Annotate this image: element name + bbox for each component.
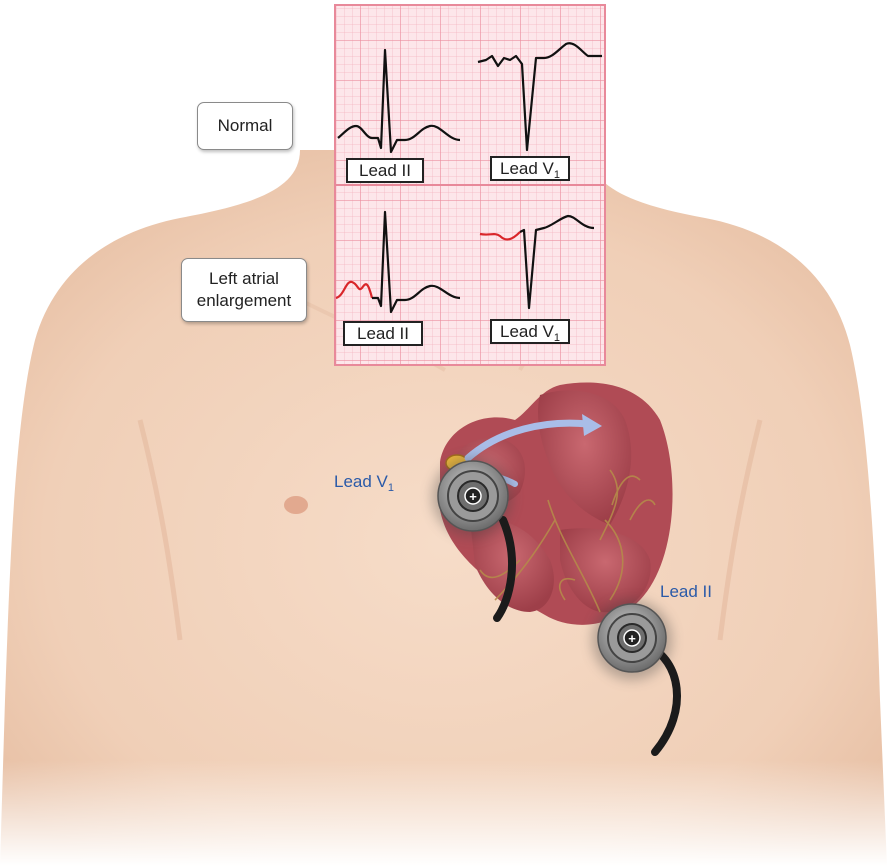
normal-label: Normal [197, 102, 293, 150]
electrode-v1-label: Lead V1 [334, 472, 394, 492]
normal-lead-v1-box: Lead V1 [490, 156, 570, 181]
electrode-ii-polarity: + [628, 631, 636, 646]
electrode-v1-polarity: + [469, 489, 477, 504]
normal-lead-ii-box: Lead II [346, 158, 424, 183]
lae-label-line2: enlargement [197, 290, 292, 312]
lae-lead-ii-box: Lead II [343, 321, 423, 346]
normal-label-text: Normal [218, 115, 273, 137]
lae-lead-v1-box: Lead V1 [490, 319, 570, 344]
left-atrial-enlargement-label: Left atrial enlargement [181, 258, 307, 322]
electrode-ii-label: Lead II [660, 582, 712, 602]
nipple-left [284, 496, 308, 514]
lae-label-line1: Left atrial [209, 268, 279, 290]
ecg-panel [335, 5, 605, 365]
